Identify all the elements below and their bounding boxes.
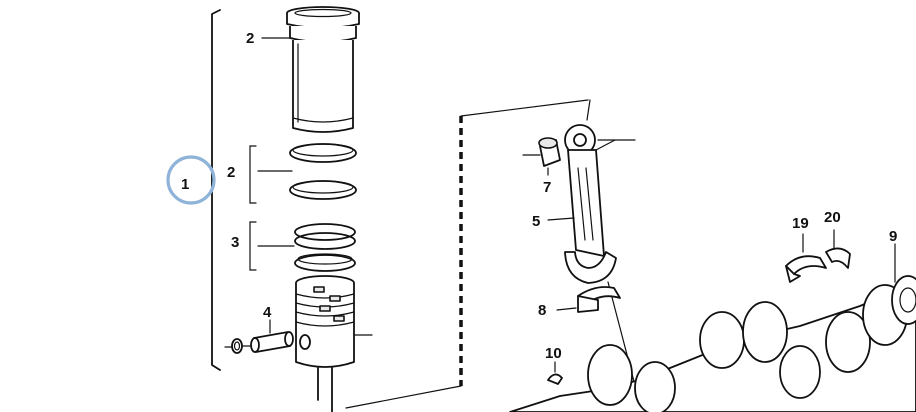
label-7: 7 — [543, 179, 551, 196]
main-bearing-shells — [785, 229, 851, 283]
piston-pin — [224, 319, 294, 354]
section-boundary — [345, 99, 589, 409]
small-end-bushing — [522, 137, 561, 176]
label-9: 9 — [889, 228, 897, 245]
piston — [295, 275, 373, 412]
label-1: 1 — [181, 176, 189, 193]
connecting-rod — [547, 99, 643, 412]
ring-bracket-lower — [249, 221, 257, 271]
highlight-circle — [166, 155, 216, 205]
compression-rings — [257, 143, 357, 200]
label-4: 4 — [263, 304, 272, 321]
label-5: 5 — [532, 213, 540, 230]
label-20: 20 — [824, 209, 841, 226]
big-end-bearing — [556, 286, 621, 313]
ring-bracket-upper — [249, 145, 257, 204]
label-8: 8 — [538, 302, 546, 319]
woodruff-key — [547, 361, 563, 385]
label-2-rings: 2 — [227, 164, 235, 181]
crankshaft — [509, 243, 916, 412]
label-2-liner: 2 — [246, 30, 254, 47]
label-19: 19 — [792, 215, 809, 232]
label-10: 10 — [545, 345, 562, 362]
oil-rings — [257, 223, 356, 272]
cylinder-liner — [261, 6, 360, 133]
label-3: 3 — [231, 234, 239, 251]
